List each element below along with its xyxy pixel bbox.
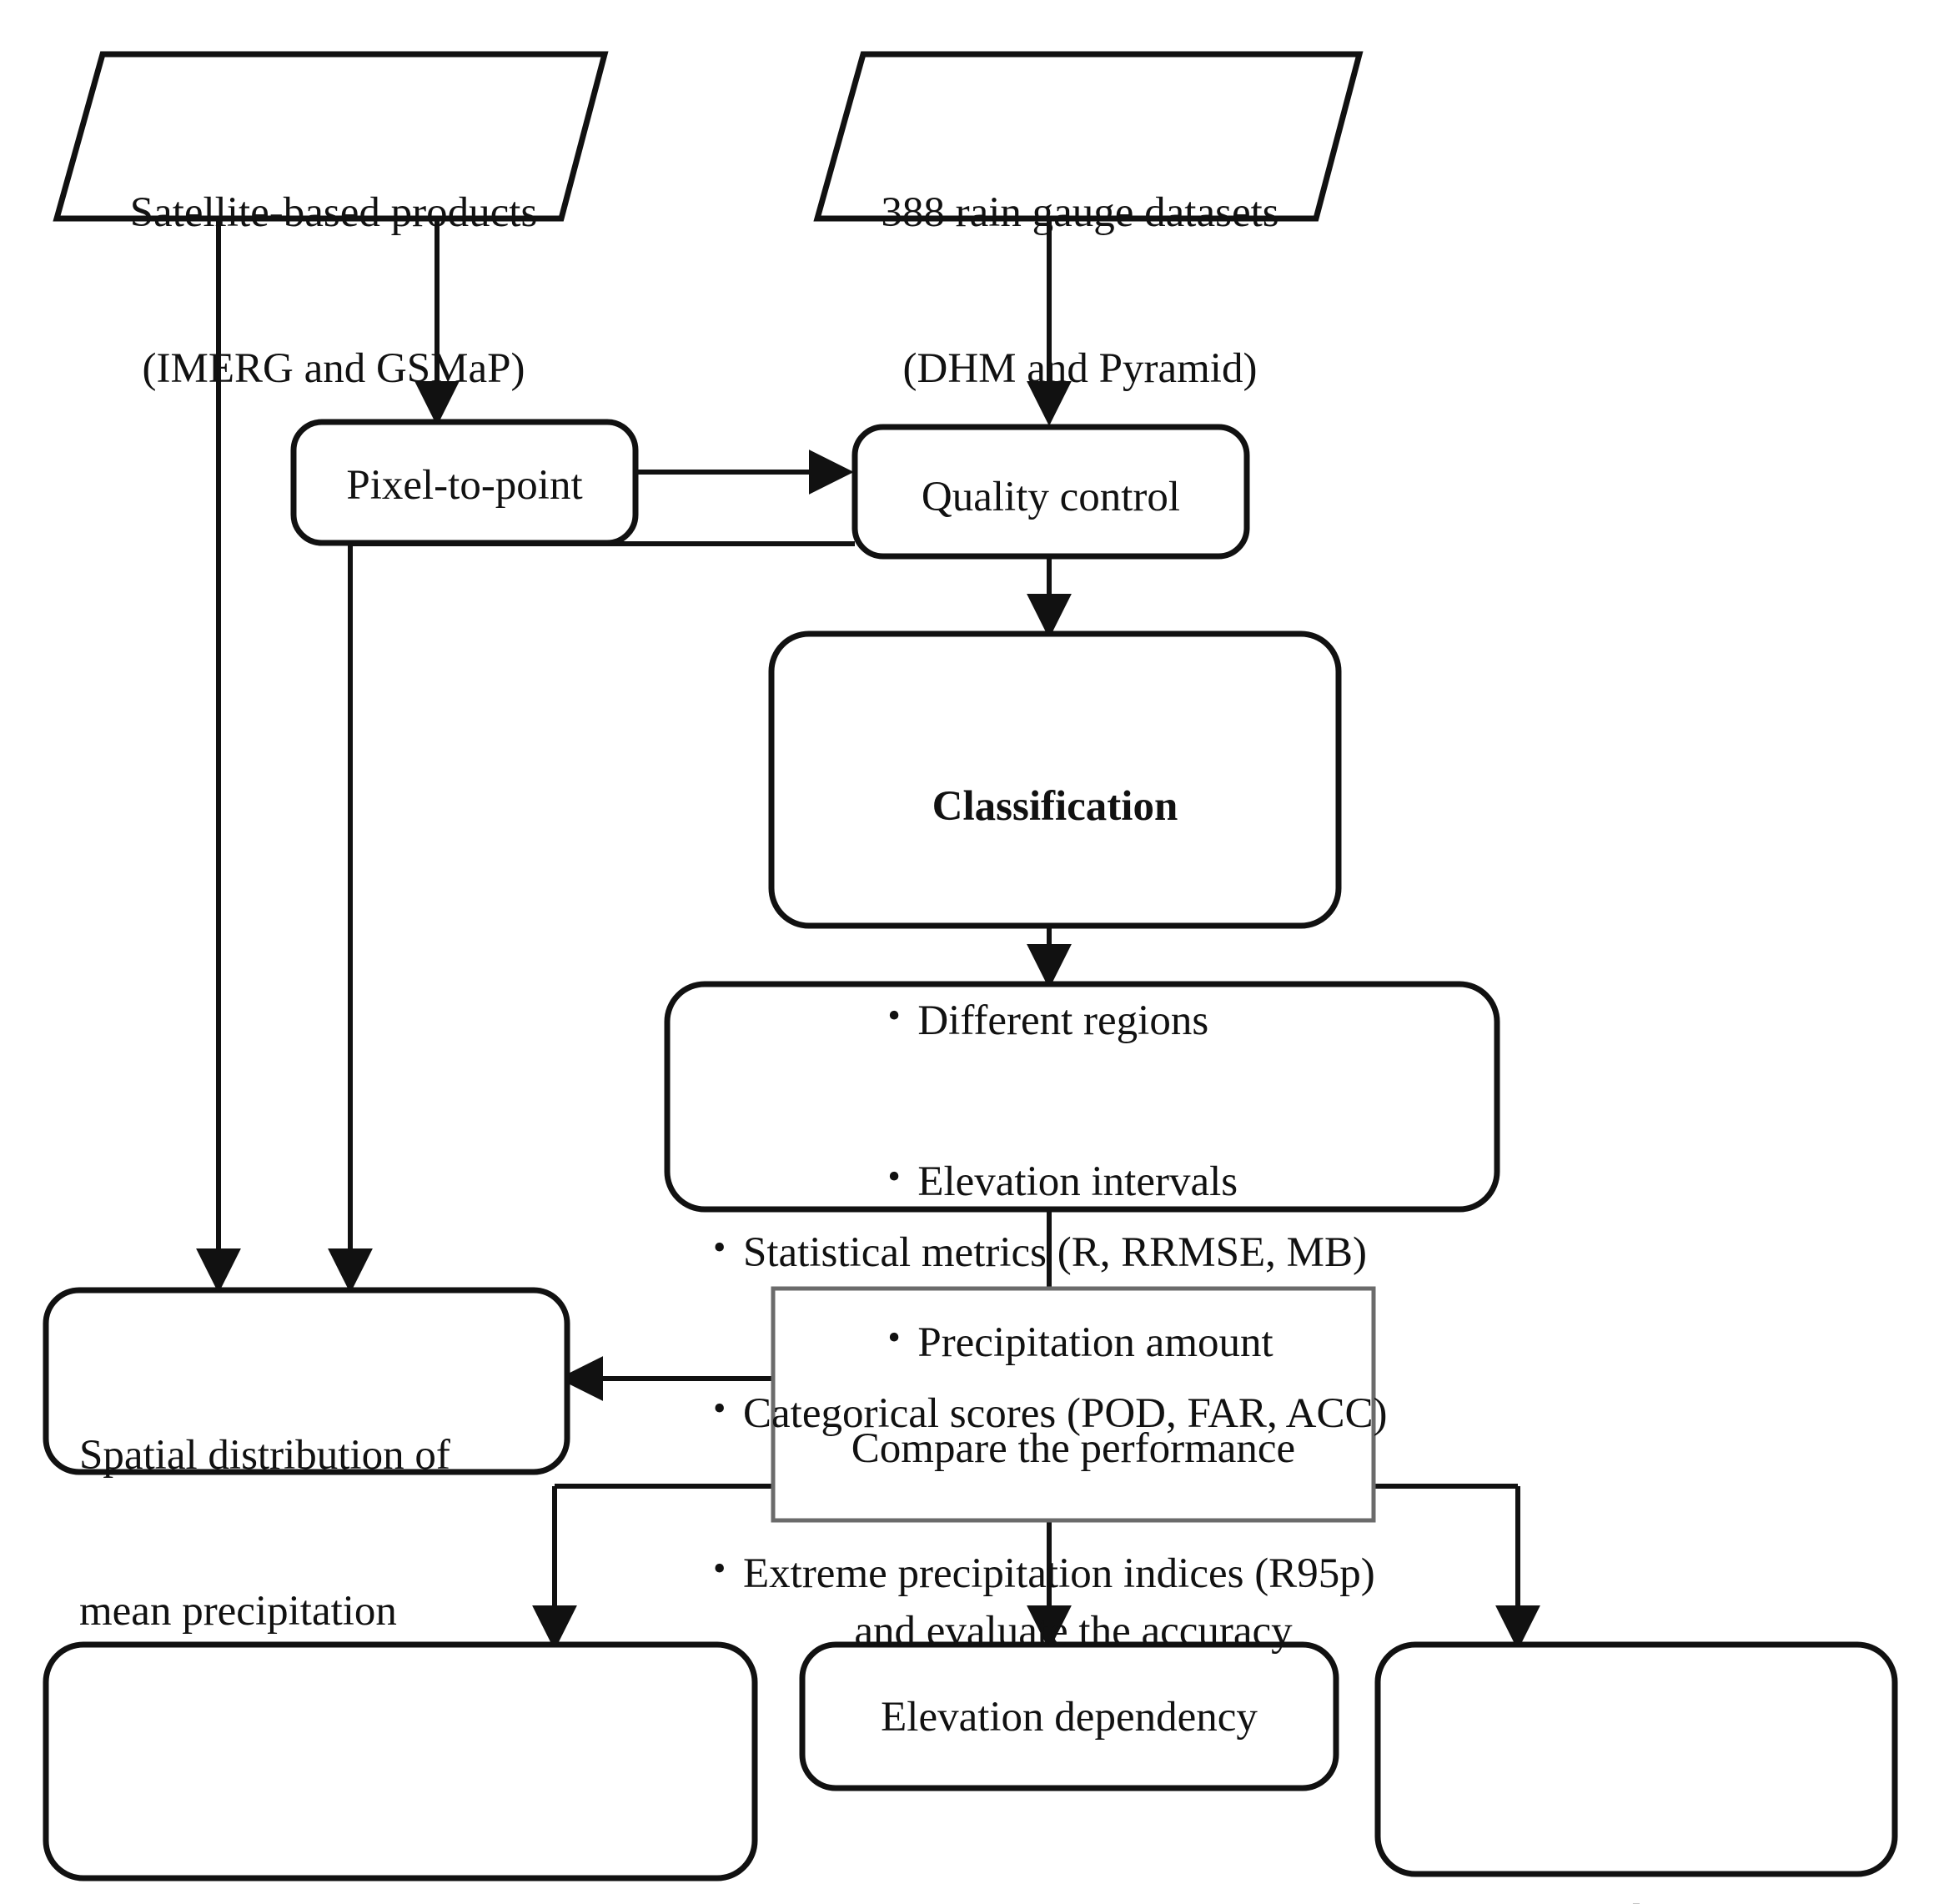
node-quality-control-shape [851,424,1250,560]
metrics-bullet-1: Statistical metrics (R, RRMSE, MB) [705,1225,1489,1279]
node-pixel-to-point-label: Pixel-to-point [346,462,583,509]
classification-bullet-2: Elevation intervals [879,1154,1273,1208]
node-rain-gauge-label: 388 rain gauge datasets (DHM and Pyramid… [846,83,1314,499]
satellite-products-line-1: Satellite-based products [129,189,538,237]
node-quality-control-label: Quality control [921,474,1181,520]
classification-bullet-list: Different regions Elevation intervals Pr… [879,892,1273,1477]
node-satellite-products-label: Satellite-based products (IMERG and GSMa… [100,83,567,499]
metrics-bullet-list: Statistical metrics (R, RRMSE, MB) Categ… [705,1123,1489,1708]
node-elevation-dependency-label: Elevation dependency [881,1694,1258,1741]
categorical-extreme-bullet-list: Categorical scores Extreme precipitation… [1409,1790,1893,1904]
satellite-products-line-2: (IMERG and GSMaP) [142,345,525,393]
node-satellite-products-shape [53,51,609,222]
classification-bullet-3: Precipitation amount [879,1315,1273,1369]
node-annual-cycle-shape [43,1641,758,1881]
metrics-bullet-3: Extreme precipitation indices (R95p) [705,1546,1489,1600]
categorical-extreme-bullet-1: Categorical scores [1409,1892,1893,1904]
node-spatial-distribution-shape [43,1287,570,1475]
node-elevation-dependency-shape [799,1641,1339,1791]
node-annual-cycle-label: Annual precipitation cycle (western, cen… [79,1689,746,1904]
node-compare-performance-label: Compare the performance and evaluate the… [781,1319,1365,1761]
annual-cycle-bullet-list: Annual precipitation cycle (western, cen… [79,1792,746,1904]
node-metrics-shape [664,981,1500,1213]
node-metrics-label: Statistical metrics (R, RRMSE, MB) Categ… [705,1019,1489,1812]
node-categorical-extreme-label: Categorical scores Extreme precipitation… [1409,1686,1893,1904]
node-pixel-to-point-shape [290,419,639,546]
classification-bullet-1: Different regions [879,993,1273,1047]
metrics-bullet-2: Categorical scores (POD, FAR, ACC) [705,1386,1489,1439]
classification-heading: Classification [932,783,1178,831]
node-spatial-distribution-label: Spatial distribution of mean precipitati… [79,1326,546,1741]
compare-performance-line-1: Compare the performance [851,1425,1296,1473]
node-categorical-extreme-shape [1374,1641,1898,1877]
node-classification-shape [768,630,1342,929]
node-classification-label: Classification Different regions Elevati… [771,677,1339,1530]
rain-gauge-line-2: (DHM and Pyramid) [902,345,1258,393]
spatial-distribution-line-1: Spatial distribution of [79,1432,450,1479]
rain-gauge-line-1: 388 rain gauge datasets [881,189,1279,237]
annual-cycle-bullet-1: Annual precipitation cycle (western, cen… [79,1895,746,1904]
spatial-distribution-line-2: mean precipitation [79,1588,397,1635]
compare-performance-line-2: and evaluate the accuracy [854,1608,1293,1655]
node-rain-gauge-shape [813,51,1364,222]
